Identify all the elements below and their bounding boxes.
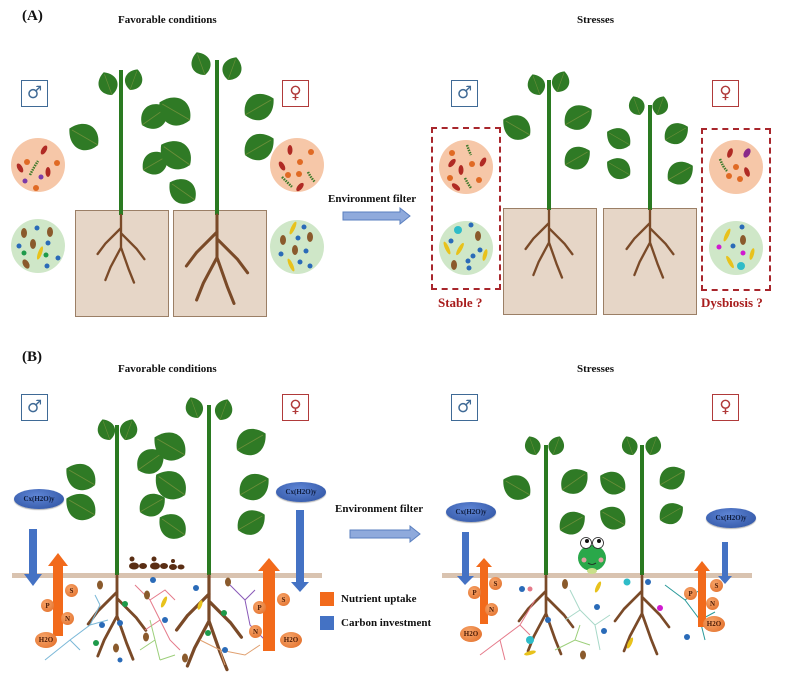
nutrient-p: P (684, 587, 697, 600)
panel-b-female-plant-favorable (147, 394, 276, 672)
panel-b-female-symbol: ♀ (282, 394, 309, 421)
panel-b-environment-filter-label: Environment filter (335, 503, 424, 515)
microbiome-circle-male-bottom (11, 219, 65, 273)
male-icon: ♂ (26, 83, 43, 103)
nutrient-p: P (41, 599, 54, 612)
ant-icon (150, 556, 168, 570)
male-icon: ♂ (456, 83, 473, 103)
nutrient-h2o: H2O (35, 632, 57, 648)
nutrient-s: S (489, 577, 502, 590)
microbiome-circle-male-stress-bottom (439, 221, 493, 275)
panel-b-fungal-hyphae-favorable (44, 584, 266, 666)
ants (129, 556, 185, 570)
nutrient-h2o: H2O (280, 632, 302, 648)
female-icon: ♀ (719, 83, 732, 103)
panel-b-male-symbol: ♂ (21, 394, 48, 421)
nutrient-h2o: H2O (703, 616, 725, 632)
panel-b-stress-female-symbol: ♀ (712, 394, 739, 421)
panel-a-female-plant-favorable (152, 48, 281, 305)
panel-a-male-plant-favorable (62, 66, 175, 284)
panel-b-stresses-heading: Stresses (577, 363, 615, 375)
microbiome-circle-female-bottom (270, 220, 324, 274)
female-icon: ♀ (289, 83, 302, 103)
panel-b-fungal-hyphae-stress (479, 584, 716, 661)
female-icon: ♀ (719, 397, 732, 417)
panel-a-male-plant-stress (496, 68, 599, 279)
panel-a-filter-arrow (342, 206, 411, 226)
panel-a-stresses-heading: Stresses (577, 14, 615, 26)
panel-a-label: (A) (22, 8, 43, 24)
panel-a-female-plant-stress (601, 93, 699, 279)
nutrient-s: S (710, 579, 723, 592)
carbohydrate-oval-female-stress: Cx(H2O)y (706, 508, 756, 528)
male-stress-microbiome-frame (431, 127, 501, 290)
legend-item-carbon-investment: Carbon investment (320, 616, 431, 630)
female-stress-microbiome-frame (701, 128, 771, 291)
nutrient-n: N (706, 597, 719, 610)
panel-a-stress-female-symbol: ♀ (712, 80, 739, 107)
nutrient-n: N (249, 625, 262, 638)
nutrient-p: P (468, 586, 481, 599)
female-icon: ♀ (289, 397, 302, 417)
microbiome-circle-female-top (270, 138, 324, 192)
carbohydrate-oval-female-favorable: Cx(H2O)y (276, 482, 326, 502)
carbon-investment-arrow-male-stress (457, 532, 474, 585)
nutrient-s: S (65, 584, 78, 597)
microbiome-circle-male-top (11, 138, 65, 192)
ant-icon (169, 559, 185, 570)
nutrient-s: S (277, 593, 290, 606)
male-icon: ♂ (456, 397, 473, 417)
panel-b-ground-stress (442, 573, 752, 578)
nutrient-n: N (61, 612, 74, 625)
carbohydrate-oval-male-favorable: Cx(H2O)y (14, 489, 64, 509)
nutrient-uptake-arrow-female-stress (694, 561, 710, 627)
male-icon: ♂ (26, 397, 43, 417)
panel-a-stress-male-symbol: ♂ (451, 80, 478, 107)
microbiome-circle-female-stress-top (709, 140, 763, 194)
female-outcome-label: Dysbiosis ? (701, 295, 763, 310)
panel-b-male-plant-stress (496, 433, 595, 656)
panel-a-favorable-heading: Favorable conditions (118, 14, 217, 26)
panel-b-soil-microbes (93, 577, 231, 663)
nutrient-h2o: H2O (460, 626, 482, 642)
microbiome-circle-male-stress-top (439, 140, 493, 194)
panel-b-ground-favorable (12, 573, 322, 578)
microbiome-circle-female-stress-bottom (709, 221, 763, 275)
male-outcome-label: Stable ? (438, 295, 483, 310)
panel-b-label: (B) (22, 349, 42, 365)
carbohydrate-oval-male-stress: Cx(H2O)y (446, 502, 496, 522)
blue-swatch-icon (320, 616, 334, 630)
panel-a-female-symbol: ♀ (282, 80, 309, 107)
panel-a-environment-filter-label: Environment filter (328, 193, 417, 205)
panel-a-male-symbol: ♂ (21, 80, 48, 107)
nutrient-uptake-arrow-female-favorable (258, 558, 280, 651)
nutrient-uptake-arrow-male-stress (476, 558, 492, 624)
frog-icon (578, 537, 606, 574)
legend-item-nutrient-uptake: Nutrient uptake (320, 592, 431, 606)
panel-b-stress-male-symbol: ♂ (451, 394, 478, 421)
carbon-investment-arrow-male-favorable (24, 529, 42, 586)
nutrient-uptake-arrow-male-favorable (48, 553, 68, 636)
panel-b-filter-arrow (349, 524, 421, 544)
panel-b-female-plant-stress (594, 433, 691, 656)
ant-icon (129, 556, 147, 570)
orange-swatch-icon (320, 592, 334, 606)
carbon-investment-arrow-female-stress (718, 542, 732, 584)
nutrient-p: P (253, 601, 266, 614)
nutrient-n: N (485, 603, 498, 616)
panel-b-favorable-heading: Favorable conditions (118, 363, 217, 375)
legend: Nutrient uptake Carbon investment (320, 592, 431, 630)
panel-b-male-plant-favorable (59, 416, 171, 661)
carbon-investment-arrow-female-favorable (291, 510, 309, 592)
panel-b-soil-microbes-stress (519, 578, 690, 660)
